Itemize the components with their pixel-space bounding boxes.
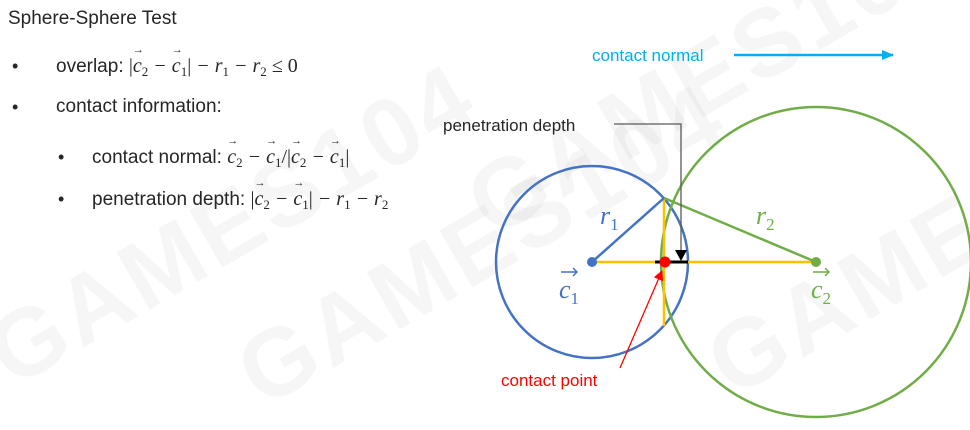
c1-label: c1 — [559, 267, 579, 308]
center-2-point — [811, 257, 821, 267]
bullet-dot: • — [58, 147, 65, 167]
radius-1-line — [591, 197, 665, 263]
penetration-depth-arrowhead — [675, 250, 687, 261]
penetration-depth-formula: |c2 − c1| − r1 − r2 — [250, 177, 388, 212]
radius-2-line — [663, 196, 817, 264]
slide-title: Sphere-Sphere Test — [8, 8, 177, 29]
contact-point-leader — [619, 270, 664, 369]
contact-normal-formula: c2 − c1/|c2 − c1| — [227, 135, 349, 170]
center-1-point — [587, 257, 597, 267]
contact-normal-text: contact normal — [592, 46, 704, 65]
overlap-label: overlap: — [56, 56, 124, 77]
penetration-depth-text: penetration depth — [443, 116, 575, 135]
penetration-depth-leader — [614, 123, 682, 258]
overlap-bullet: overlap: |c2 − c1| − r1 − r2 ≤ 0 — [56, 44, 298, 80]
r1-label: r1 — [600, 201, 619, 234]
contact-point-dot — [659, 256, 671, 268]
contact-normal-label: contact normal: — [92, 147, 222, 168]
svg-text:c1: c1 — [559, 275, 579, 308]
svg-text:c2: c2 — [811, 275, 831, 308]
bullet-dot: • — [12, 97, 19, 117]
penetration-depth-label: penetration depth: — [92, 189, 246, 210]
contact-info-bullet: contact information: — [56, 96, 222, 117]
bullet-dot: • — [58, 189, 65, 209]
r2-label: r2 — [756, 201, 775, 234]
bullet-dot: • — [12, 56, 19, 76]
c2-label: c2 — [811, 267, 831, 308]
penetration-depth-bullet: penetration depth: |c2 − c1| − r1 − r2 — [92, 177, 388, 213]
contact-normal-bullet: contact normal: c2 − c1/|c2 − c1| — [92, 135, 349, 171]
overlap-formula: |c2 − c1| − r1 − r2 ≤ 0 — [129, 44, 298, 79]
contact-point-text: contact point — [501, 371, 598, 390]
